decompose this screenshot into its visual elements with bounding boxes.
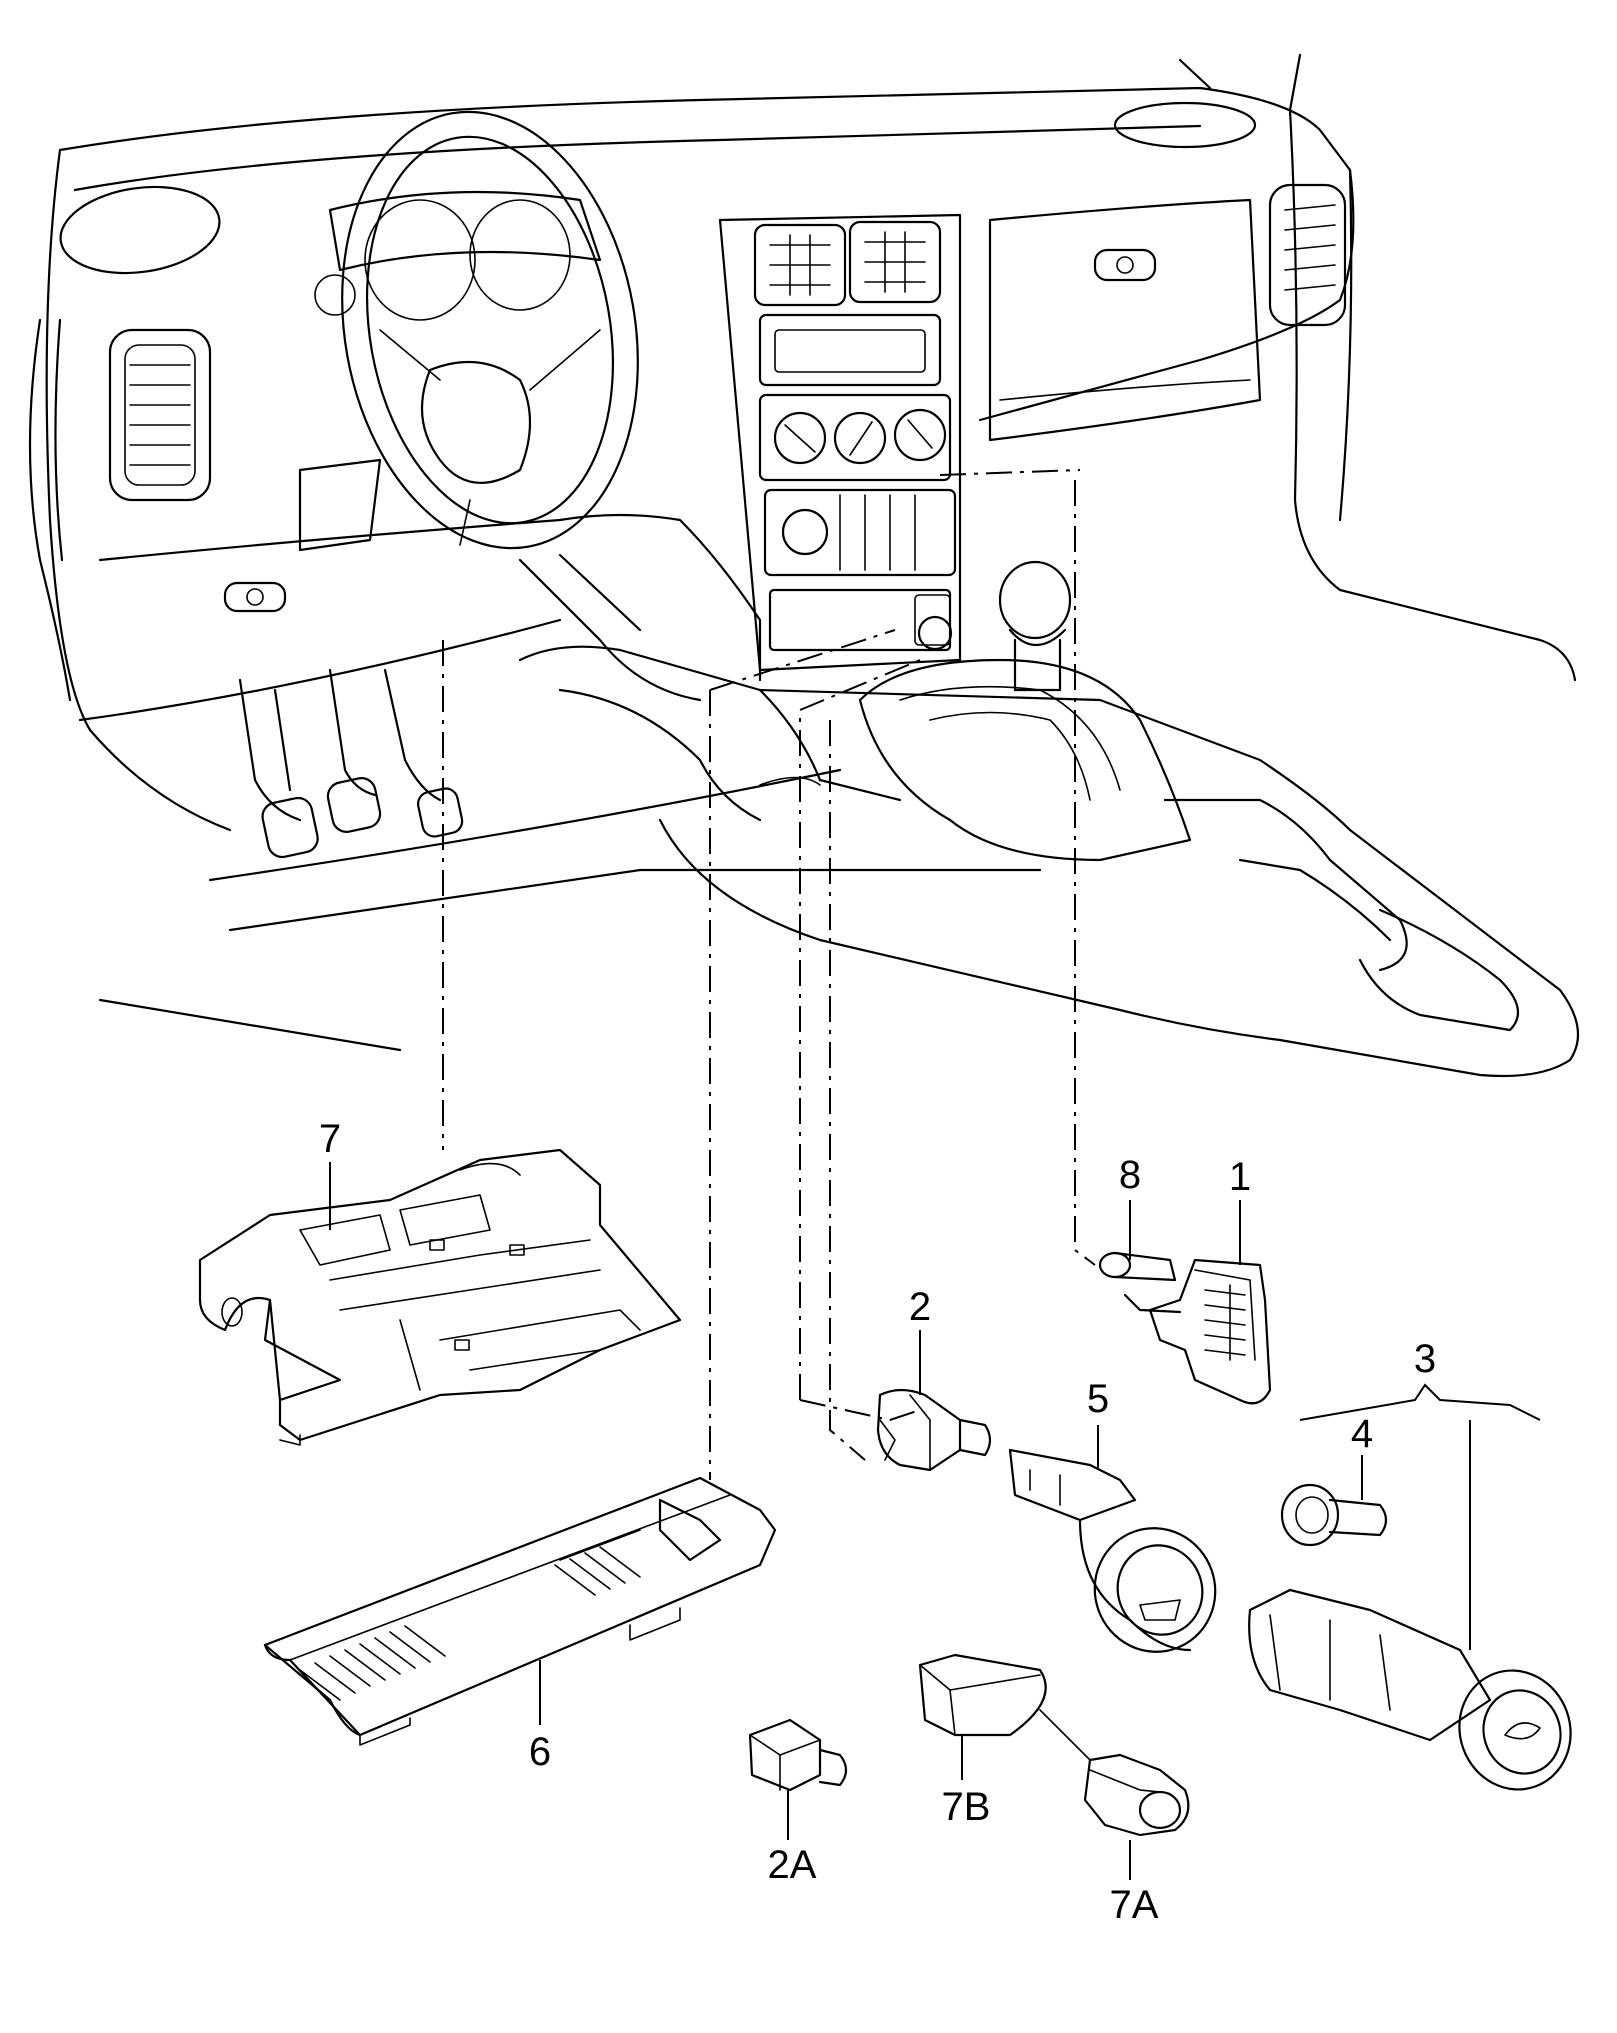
reference-lines <box>442 469 1096 1480</box>
right-vent-slats <box>1284 204 1336 291</box>
callout-7A: 7A <box>1110 1883 1159 1927</box>
dashboard-illustration <box>28 53 1580 1078</box>
part-7A-holder <box>1039 1709 1190 1837</box>
callout-7: 7 <box>319 1117 341 1161</box>
center-vent-grid <box>769 231 926 296</box>
part-1-switch <box>1123 1258 1272 1405</box>
part-7-mounting-bracket <box>198 1148 682 1446</box>
part-3-lighter-assembly <box>1248 1588 1572 1791</box>
part-5-lighter-housing <box>1008 1448 1217 1653</box>
part-2-lighter-element <box>876 1388 992 1472</box>
left-vent-slats <box>129 364 191 466</box>
part-6-ribs <box>299 1546 641 1701</box>
callout-labels: 7 8 1 2 3 5 4 6 2A 7B 7A <box>319 1117 1436 1927</box>
part-6-cover-panel <box>263 1476 777 1746</box>
callout-3: 3 <box>1414 1337 1436 1381</box>
part-8-bulb <box>1098 1251 1177 1282</box>
callout-6: 6 <box>529 1730 551 1774</box>
callout-7B: 7B <box>942 1785 991 1829</box>
callout-4: 4 <box>1351 1412 1373 1456</box>
part-7B-cover <box>918 1653 1047 1737</box>
callout-2: 2 <box>909 1285 931 1329</box>
leader-lines <box>329 1162 1541 1880</box>
callout-1: 1 <box>1229 1155 1251 1199</box>
callout-8: 8 <box>1119 1153 1141 1197</box>
callout-5: 5 <box>1087 1377 1109 1421</box>
part-2A-bulb-holder <box>748 1718 848 1792</box>
part-4-knob <box>1280 1483 1388 1547</box>
callout-2A: 2A <box>768 1843 817 1887</box>
